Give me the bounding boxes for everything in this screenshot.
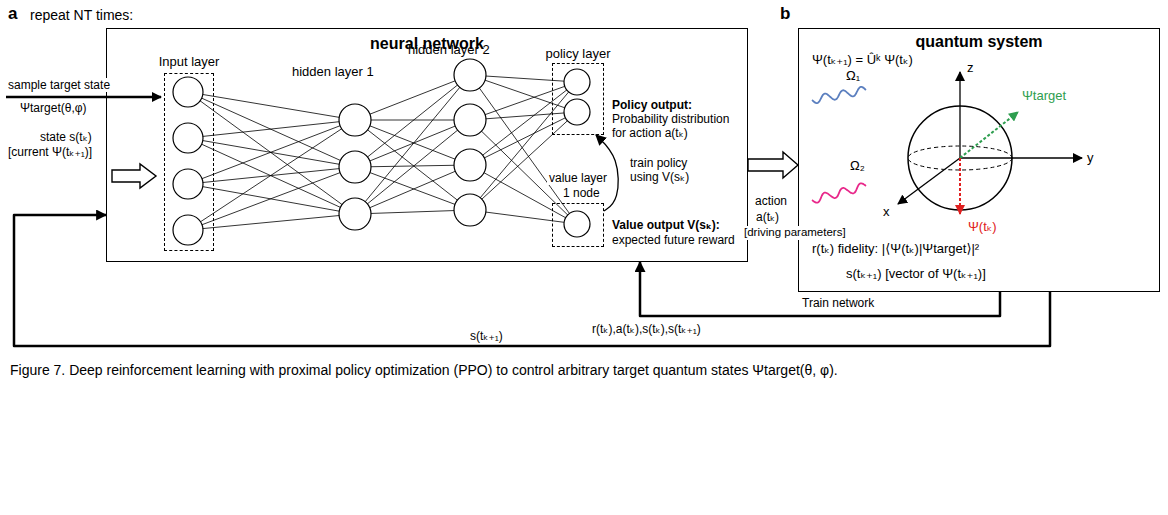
block-arrow xyxy=(748,152,798,178)
drive-wave xyxy=(812,183,866,202)
text-label: expected future reward xyxy=(612,233,735,247)
neuron xyxy=(454,59,486,91)
input-arrow xyxy=(6,96,161,99)
layer-box: value layer1 node xyxy=(552,203,604,247)
text-label: Policy output: xyxy=(612,98,692,112)
text-label: Value output V(sₖ): xyxy=(612,218,720,232)
text-label: sample target state xyxy=(6,78,112,92)
text-label: y xyxy=(1087,150,1094,166)
neuron xyxy=(173,215,203,245)
bloch-sphere xyxy=(898,72,1082,214)
neuron xyxy=(339,104,371,136)
weight-line xyxy=(470,75,577,112)
text-label: b xyxy=(780,4,790,24)
neuron xyxy=(339,198,371,230)
edge-label: action xyxy=(753,194,789,208)
connector-arrow xyxy=(640,262,1000,316)
neuron xyxy=(454,104,486,136)
weight-line xyxy=(355,75,470,120)
node-heading: quantum system xyxy=(915,32,1042,51)
node-heading: policy layer xyxy=(543,46,612,62)
figure-caption: Figure 7. Deep reinforcement learning wi… xyxy=(10,362,1150,379)
neuron xyxy=(339,151,371,183)
neuron xyxy=(564,211,590,237)
text-label: a xyxy=(8,4,17,24)
neuron xyxy=(173,77,203,107)
hollow-arrow xyxy=(112,164,156,188)
edge-label: Train network xyxy=(800,296,876,310)
node-heading: value layer xyxy=(547,171,609,185)
node-heading: Input layer xyxy=(157,54,222,70)
layer-box: policy layer xyxy=(552,63,604,135)
weight-line xyxy=(355,210,470,214)
text-label: repeat NT times: xyxy=(30,7,133,24)
text-label: Ω₂ xyxy=(850,158,865,174)
text-label: Ψtarget xyxy=(1022,88,1066,104)
network-graph xyxy=(173,59,590,245)
neuron xyxy=(564,99,590,125)
weight-line xyxy=(355,120,470,167)
text-label: state s(tₖ) xyxy=(40,130,92,144)
neuron xyxy=(454,194,486,226)
text-label: s(tₖ₊₁) [vector of Ψ(tₖ₊₁)] xyxy=(846,266,986,282)
text-label: Ψ(tₖ) xyxy=(968,219,997,235)
weight-line xyxy=(355,120,470,121)
weight-line xyxy=(470,75,577,224)
weight-line xyxy=(355,75,470,167)
weight-line xyxy=(355,75,470,214)
text-label: Ψtarget(θ,φ) xyxy=(20,101,87,115)
node-heading: 1 node xyxy=(561,186,602,200)
layer-box: Input layer xyxy=(164,73,214,251)
text-label: hidden layer 1 xyxy=(292,64,374,80)
text-label: [current Ψ(tₖ₊₁)] xyxy=(6,145,94,159)
text-label: [driving parameters] xyxy=(742,226,848,240)
weight-line xyxy=(355,165,470,214)
text-label: Ω₁ xyxy=(846,68,860,84)
neuron xyxy=(454,149,486,181)
edge-label: train policy using V(sₖ) xyxy=(628,156,716,185)
text-label: Probability distribution for action a(tₖ… xyxy=(612,112,746,141)
drive-waves xyxy=(812,87,866,203)
text-label: x xyxy=(883,204,890,220)
neuron xyxy=(564,69,590,95)
weight-line xyxy=(355,120,470,210)
connector-arrow xyxy=(14,215,1050,346)
edge-label: s(tₖ₊₁) xyxy=(468,329,505,343)
text-label: z xyxy=(967,60,974,76)
weight-line xyxy=(355,167,470,210)
neuron xyxy=(173,123,203,153)
weight-line xyxy=(355,120,470,214)
text-label: hidden layer 2 xyxy=(408,42,490,58)
text-label: a(tₖ) xyxy=(756,210,779,224)
text-label: Ψ(tₖ₊₁) = Ûᵏ Ψ(tₖ) xyxy=(812,52,913,68)
neuron xyxy=(173,169,203,199)
drive-wave xyxy=(812,87,866,103)
text-label: r(tₖ),a(tₖ),s(tₖ),s(tₖ₊₁) xyxy=(592,322,701,336)
text-label: r(tₖ) fidelity: |⟨Ψ(tₖ)|Ψtarget⟩|² xyxy=(812,241,979,257)
